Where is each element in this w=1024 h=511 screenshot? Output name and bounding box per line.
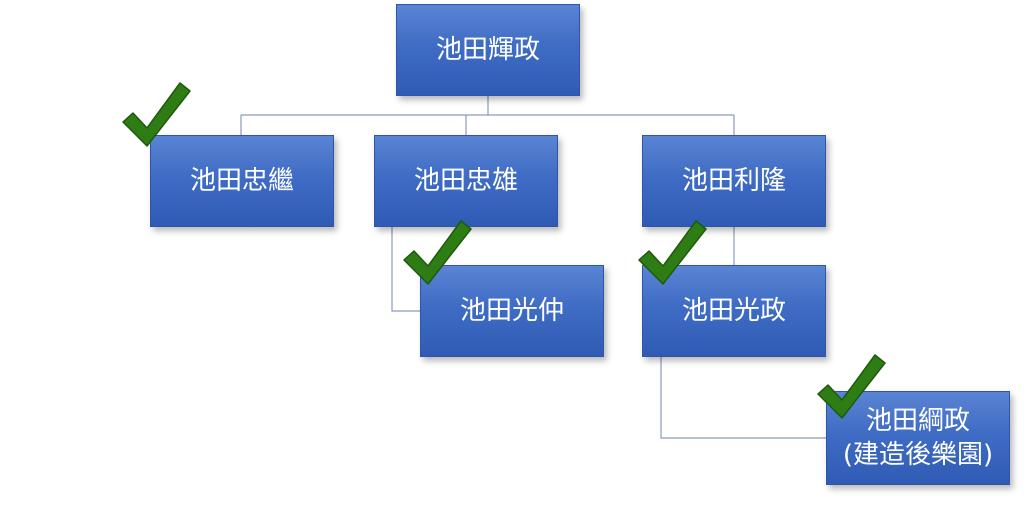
check-icon bbox=[817, 354, 886, 419]
node-toshitaka: 池田利隆 bbox=[642, 135, 826, 227]
check-icon bbox=[638, 220, 707, 285]
check-icon bbox=[122, 82, 191, 147]
connector-root-children bbox=[240, 96, 735, 135]
check-icon bbox=[403, 220, 472, 285]
node-root: 池田輝政 bbox=[396, 4, 580, 96]
node-mitsumasa: 池田光政 bbox=[642, 265, 826, 357]
node-label: 池田輝政 bbox=[435, 35, 540, 65]
node-label: 池田忠雄 bbox=[413, 166, 518, 196]
node-label: 池田光政 bbox=[681, 296, 786, 326]
node-label: 池田忠繼 bbox=[189, 166, 294, 196]
node-label: 池田利隆 bbox=[681, 166, 786, 196]
node-label-line2: (建造後樂園) bbox=[842, 440, 994, 470]
node-tsunamasa: 池田綱政 (建造後樂園) bbox=[826, 391, 1010, 485]
node-tadakatsu: 池田忠雄 bbox=[374, 135, 558, 227]
node-label: 池田光仲 bbox=[459, 296, 564, 326]
node-mitsunaka: 池田光仲 bbox=[420, 265, 604, 357]
connector-mitsumasa-tsunamasa bbox=[660, 357, 826, 439]
connector-tadakatsu-mitsunaka bbox=[391, 227, 420, 312]
node-label-line1: 池田綱政 bbox=[865, 406, 970, 436]
node-tadatsugu: 池田忠繼 bbox=[150, 135, 334, 227]
